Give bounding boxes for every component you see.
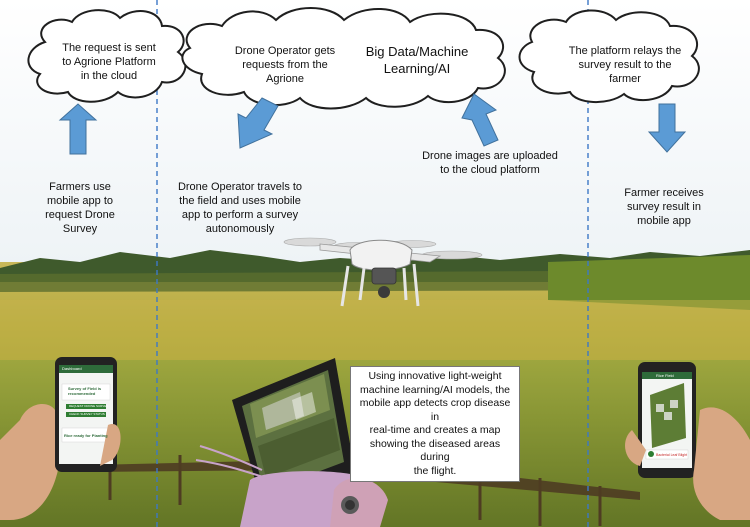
cloud-platform-relays: [518, 9, 700, 104]
label-farmers-request: Farmers use mobile app to request Drone …: [45, 181, 115, 235]
cloud-platform-ml: [181, 7, 506, 110]
left-phone-illustration: [0, 357, 121, 520]
cloud-request-sent: [27, 9, 187, 103]
arrow-up-upload: [461, 93, 499, 147]
cloud-text-request-sent: The request is sent to Agrione Platform …: [62, 42, 156, 82]
right-phone-illustration: [625, 362, 750, 520]
label-farmer-receives: Farmer receives survey result in mobile …: [624, 187, 704, 227]
left-phone-footer: Rice ready for Planting: [64, 433, 108, 438]
cloud-text-big-data: Big Data/Machine Learning/AI: [365, 44, 469, 76]
left-phone-header: Dashboard: [62, 366, 82, 371]
arrow-up-farmer: [58, 103, 98, 155]
arrow-down-operator: [237, 97, 279, 149]
left-phone-request-button[interactable]: REQUEST DRONE SURVEY: [69, 404, 109, 408]
arrow-down-result: [647, 103, 687, 153]
left-phone-card-title: Survey of Field is recommended: [68, 386, 102, 396]
label-operator-travels: Drone Operator travels to the field and …: [177, 181, 303, 235]
label-images-uploaded: Drone images are uploaded to the cloud p…: [422, 150, 558, 176]
right-phone-header: Rice Field: [656, 373, 674, 378]
cloud-text-platform-relays: The platform relays the survey result to…: [568, 45, 682, 85]
tablet-controller-illustration: [195, 358, 388, 527]
left-phone-status-button[interactable]: CHECK SURVEY STATUS: [69, 412, 105, 416]
cloud-text-operator-requests: Drone Operator gets requests from the Ag…: [234, 45, 336, 85]
drone-illustration: [283, 237, 483, 307]
right-phone-footer: Bacterial Leaf Blight: [656, 453, 688, 457]
ml-callout-box: Using innovative light-weight machine le…: [350, 366, 520, 482]
